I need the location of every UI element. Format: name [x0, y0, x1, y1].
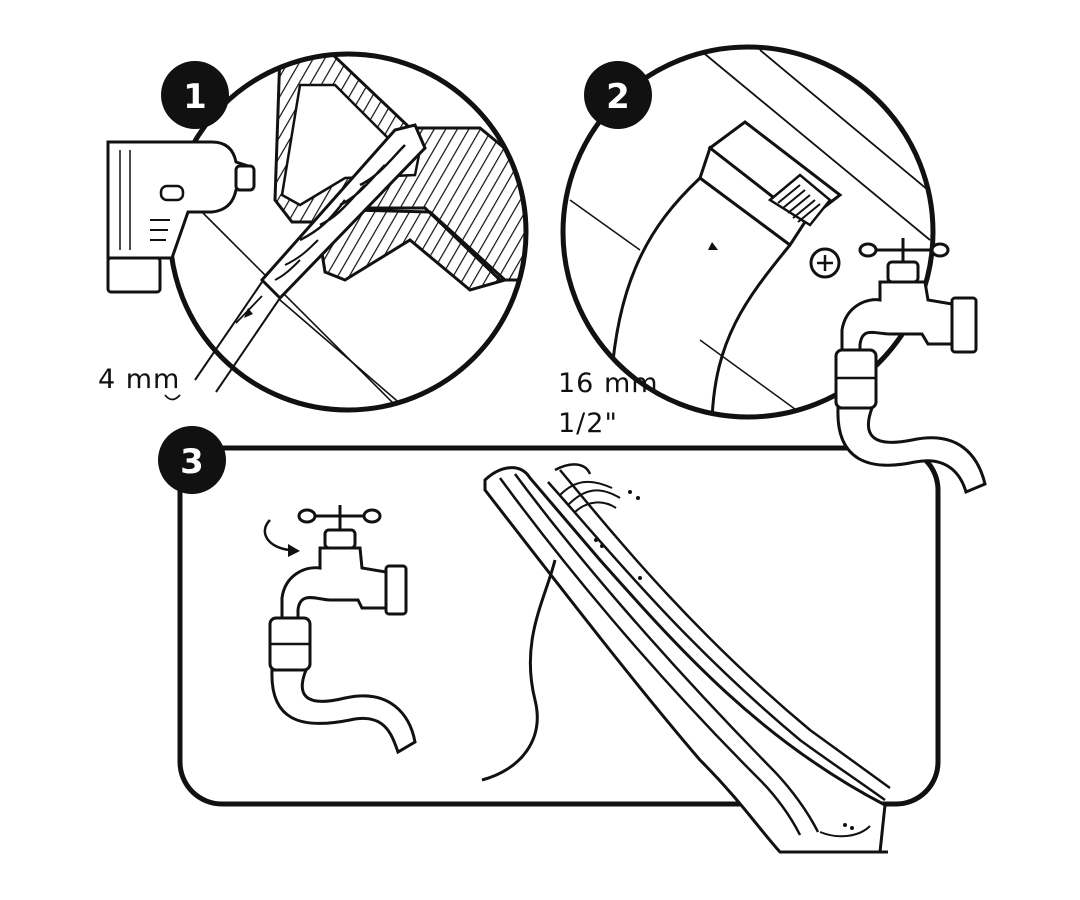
- rotate-arrow-icon: [263, 519, 300, 557]
- step-1-wall-detail: [179, 54, 526, 410]
- hose-icon: [834, 348, 987, 495]
- slide-icon: [483, 463, 891, 854]
- step-1-measurement: 4 mm: [98, 364, 180, 395]
- slide-hose-line: [481, 559, 557, 782]
- step-2-measurement: 16 mm: [558, 368, 659, 399]
- step-1-number: 1: [183, 77, 207, 117]
- step-1-badge: [161, 61, 229, 129]
- step-3-panel: 3: [158, 426, 941, 854]
- step-2-number: 2: [606, 77, 630, 117]
- step-2-measurement-alt: 1/2": [558, 408, 618, 439]
- step-2-hose-detail: [569, 49, 933, 417]
- water-spray-icon: [559, 480, 854, 830]
- tap-icon: [840, 238, 978, 354]
- drill-icon: [106, 140, 256, 294]
- step-3-number: 3: [180, 442, 204, 482]
- step-2-detail-circle: [560, 44, 936, 420]
- drill-bit-icon: [259, 123, 427, 301]
- tap-icon: [280, 505, 408, 622]
- step-2-badge: [584, 61, 652, 129]
- step-3-badge: [158, 426, 226, 494]
- hose-connector-icon: [698, 120, 843, 248]
- step-1-panel: 1 4 mm: [98, 51, 529, 413]
- step-2-panel: 2 16 mm 1/2": [558, 44, 936, 439]
- screw-icon: [809, 247, 841, 279]
- hose-icon: [268, 616, 417, 755]
